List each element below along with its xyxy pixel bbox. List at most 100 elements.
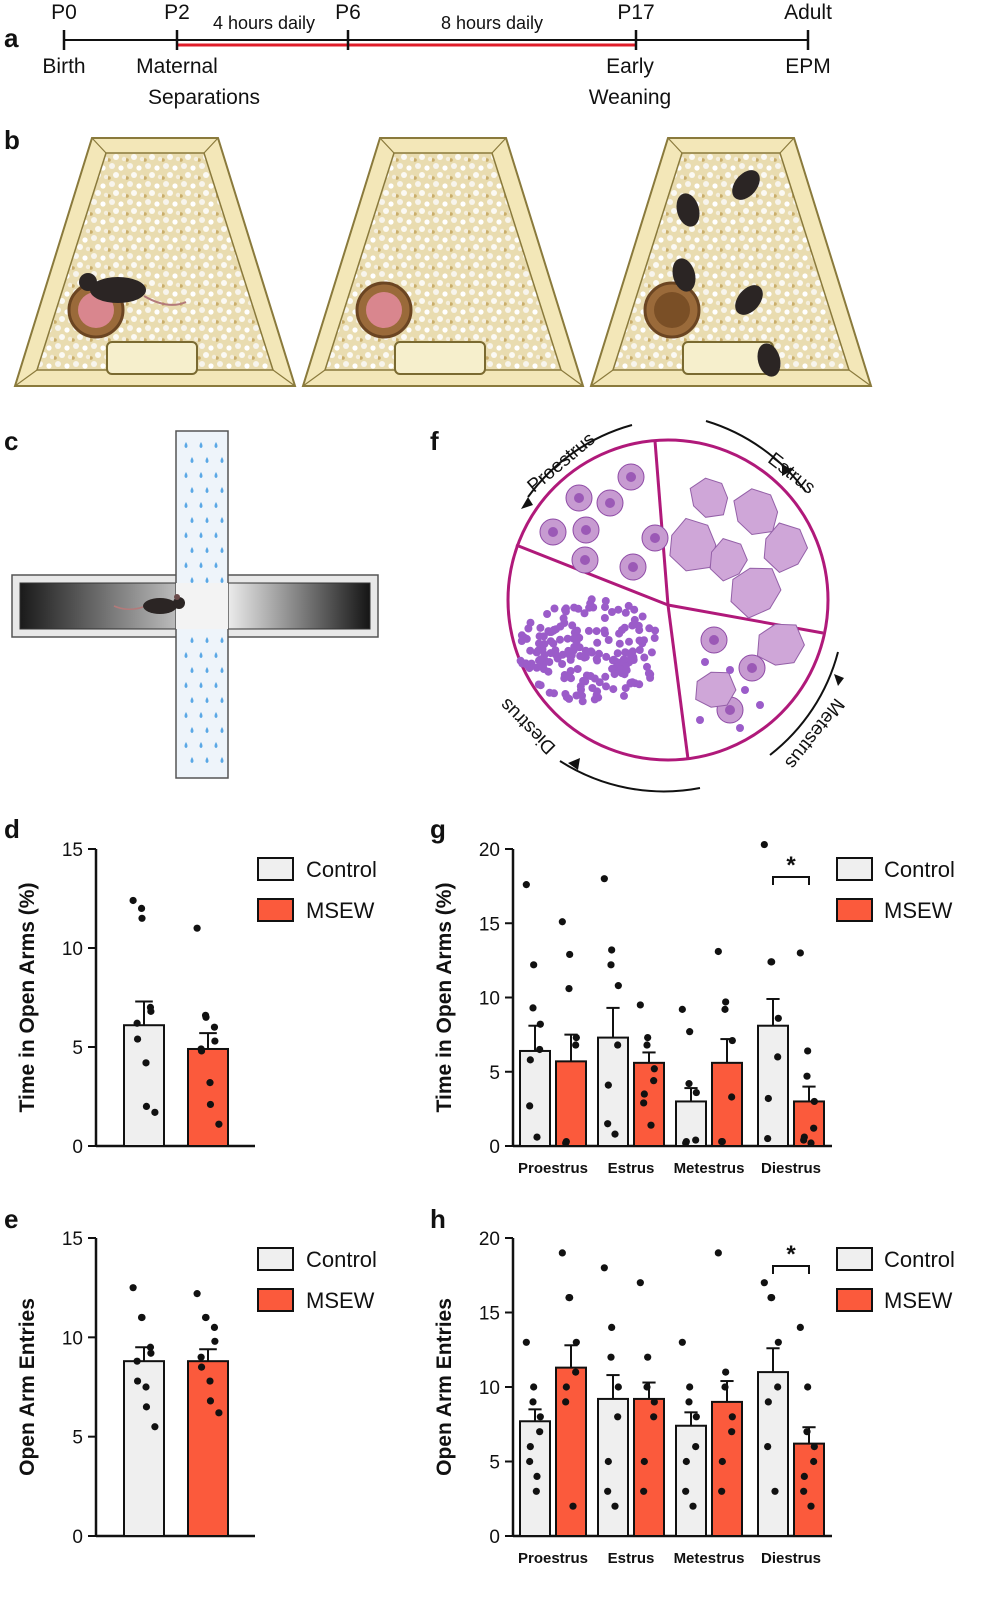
leukocyte xyxy=(635,646,644,654)
leukocyte xyxy=(625,637,633,646)
leukocyte xyxy=(546,649,555,658)
cell-nucleus xyxy=(650,533,660,543)
data-point xyxy=(722,1368,730,1376)
data-point xyxy=(728,1093,736,1101)
data-point xyxy=(193,924,201,932)
water-drop xyxy=(184,712,188,718)
data-point xyxy=(810,1457,818,1466)
leukocyte xyxy=(647,648,656,657)
data-point xyxy=(640,1090,648,1098)
water-drop xyxy=(205,727,209,733)
data-point xyxy=(721,1005,729,1013)
leukocyte xyxy=(544,667,553,676)
leukocyte xyxy=(578,697,587,706)
y-axis-label: Time in Open Arms (%) xyxy=(433,883,456,1113)
water-drop xyxy=(205,757,209,763)
leukocyte xyxy=(524,624,533,633)
leukocyte xyxy=(609,685,618,694)
water-drop xyxy=(205,517,209,523)
arrow-diestrus xyxy=(568,758,580,770)
weaned-mouse xyxy=(735,285,763,315)
legend-swatch-control xyxy=(257,857,294,881)
data-point xyxy=(640,1099,648,1107)
panel-letter-a: a xyxy=(4,23,19,53)
water-drop xyxy=(190,517,194,523)
data-point xyxy=(146,1343,155,1351)
data-point xyxy=(722,998,730,1006)
label-4-hours: 4 hours daily xyxy=(213,13,315,33)
y-tick-label: 20 xyxy=(479,840,500,861)
leukocyte xyxy=(726,666,734,674)
data-point xyxy=(771,1487,779,1495)
leukocyte xyxy=(523,661,531,670)
panel-letter-d: d xyxy=(4,814,20,844)
bar-msew xyxy=(555,1366,587,1537)
data-point xyxy=(636,1001,644,1009)
data-point xyxy=(572,1338,580,1346)
category-label: Proestrus xyxy=(518,1160,588,1177)
data-point xyxy=(206,1079,214,1087)
water-drop xyxy=(220,577,224,583)
data-point xyxy=(608,1323,616,1331)
water-drop xyxy=(199,562,203,568)
data-point xyxy=(133,1357,141,1365)
data-point xyxy=(137,904,146,913)
leukocyte xyxy=(619,655,628,664)
data-point xyxy=(202,1313,210,1322)
data-point xyxy=(151,1423,159,1431)
data-point xyxy=(197,1047,206,1055)
bar-msew xyxy=(555,1060,587,1147)
leukocyte xyxy=(565,672,574,681)
data-point xyxy=(211,1337,219,1345)
data-point xyxy=(810,1124,818,1132)
data-point xyxy=(197,1363,206,1371)
bar-control xyxy=(675,1424,707,1537)
data-point xyxy=(640,1487,648,1495)
data-point xyxy=(151,1108,159,1116)
cage-edge xyxy=(302,369,326,387)
data-point xyxy=(800,1136,808,1144)
data-point xyxy=(643,1041,651,1049)
leukocyte xyxy=(609,655,618,664)
leukocyte xyxy=(545,688,554,697)
dam-head xyxy=(79,273,97,291)
label-p6: P6 xyxy=(335,1,361,24)
legend-label-msew: MSEW xyxy=(884,1288,953,1313)
data-point xyxy=(764,1398,772,1406)
leukocyte xyxy=(621,648,630,657)
data-point xyxy=(536,1413,544,1421)
data-point xyxy=(686,1028,694,1036)
panel-letter-e: e xyxy=(4,1204,18,1234)
cell-nucleus xyxy=(747,663,757,673)
cage-edge xyxy=(779,137,795,154)
water-drop xyxy=(220,487,224,493)
data-point xyxy=(133,1035,142,1043)
y-axis-label: Time in Open Arms (%) xyxy=(16,883,39,1113)
data-point xyxy=(565,1294,573,1302)
data-point xyxy=(600,1264,608,1272)
data-point xyxy=(686,1383,694,1391)
bar-msew xyxy=(187,1360,229,1537)
data-point xyxy=(650,1413,658,1421)
data-point xyxy=(714,1249,722,1257)
water-drop xyxy=(199,442,203,448)
cell-nucleus xyxy=(725,705,735,715)
data-point xyxy=(800,1472,808,1480)
timeline: a P0 P2 P6 P17 Adult 4 hours daily 8 hou… xyxy=(4,1,832,109)
data-point xyxy=(215,1409,223,1417)
data-point xyxy=(558,918,566,926)
y-tick-label: 20 xyxy=(479,1229,500,1250)
dam-mouse xyxy=(90,277,146,303)
data-point xyxy=(810,1443,818,1451)
legend-g: Control MSEW xyxy=(836,857,955,923)
weaned-mouse xyxy=(757,343,781,377)
data-point xyxy=(714,947,722,956)
label-8-hours: 8 hours daily xyxy=(441,13,543,33)
leukocyte xyxy=(618,626,626,634)
y-tick-label: 0 xyxy=(489,1137,500,1158)
water-drop xyxy=(214,682,218,688)
cell-nucleus xyxy=(548,527,558,537)
cage-edge xyxy=(272,369,296,387)
water-drop xyxy=(199,532,203,538)
data-point xyxy=(526,1056,534,1064)
